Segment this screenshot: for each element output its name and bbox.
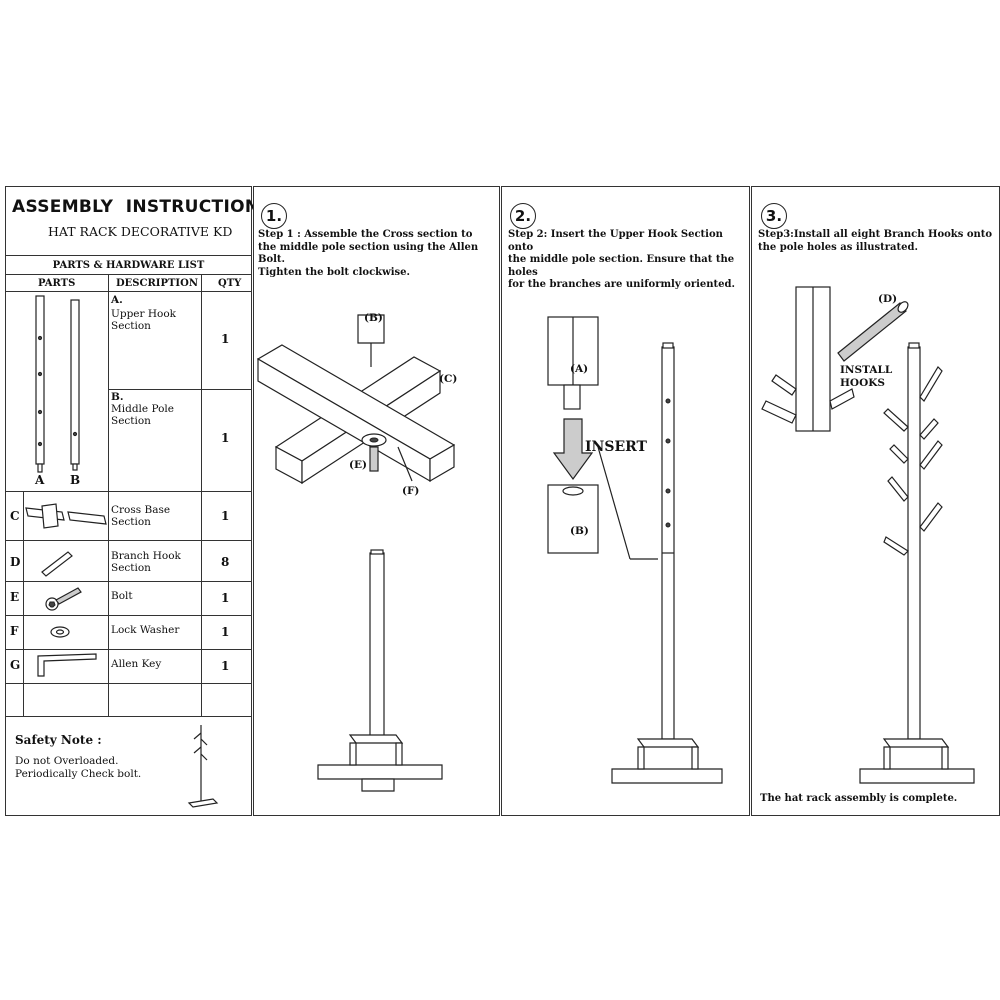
callout-c: (C) <box>439 373 458 385</box>
bolt-icon <box>45 587 82 611</box>
table-divider <box>6 291 251 292</box>
step-1-cross-assembly-illustration <box>256 314 456 485</box>
part-b-description: Middle Pole Section <box>111 403 174 427</box>
step-2-pole-illustration <box>611 342 723 784</box>
part-g-letter: G <box>10 658 21 672</box>
pole-parts-illustration <box>35 295 80 473</box>
callout-f: (F) <box>402 485 420 497</box>
completion-text: The hat rack assembly is complete. <box>760 793 958 804</box>
row-divider <box>6 615 251 616</box>
step-2-panel: 2. Step 2: Insert the Upper Hook Section… <box>501 186 750 816</box>
part-e-letter: E <box>10 590 20 604</box>
step-1-number: 1. <box>261 203 287 229</box>
step-3-panel: 3. Step3:Install all eight Branch Hooks … <box>751 186 1000 816</box>
callout-d: (D) <box>878 293 898 305</box>
col-header-qty: QTY <box>218 278 242 289</box>
hat-rack-thumbnail <box>187 725 219 808</box>
part-c-description: Cross Base Section <box>111 504 171 528</box>
step-3-install-illustration <box>761 286 909 432</box>
part-c-letter: C <box>10 509 20 523</box>
part-g-qty: 1 <box>221 659 230 673</box>
part-a-letter: A. <box>111 294 123 306</box>
step-2-number: 2. <box>510 203 536 229</box>
row-divider <box>6 683 251 684</box>
pole-a-label: A <box>35 473 45 487</box>
callout-a: (A) <box>570 363 589 375</box>
table-divider <box>6 274 251 275</box>
row-divider <box>6 581 251 582</box>
part-a-qty: 1 <box>221 332 230 346</box>
callout-e: (E) <box>349 459 367 471</box>
parts-table: PARTS & HARDWARE LIST PARTS DESCRIPTION … <box>6 255 251 717</box>
branch-hook-icon <box>41 551 73 577</box>
pole-b-label: B <box>70 473 81 487</box>
left-panel: ASSEMBLY INSTRUCTIONS HAT RACK DECORATIV… <box>5 186 272 816</box>
step-3-finished-rack-illustration <box>859 342 975 784</box>
col-divider <box>201 274 202 716</box>
cross-base-icon <box>25 503 107 529</box>
safety-box: Safety Note : Do not Overloaded. Periodi… <box>6 717 251 815</box>
product-subtitle: HAT RACK DECORATIVE KD <box>48 224 233 239</box>
step-1-panel: 1. Step 1 : Assemble the Cross section t… <box>253 186 500 816</box>
safety-line-1: Do not Overloaded. <box>15 755 119 767</box>
part-a-description: Upper Hook Section <box>111 308 177 332</box>
part-b-qty: 1 <box>221 431 230 445</box>
part-b-letter: B. <box>111 391 124 403</box>
col-header-parts: PARTS <box>38 278 76 289</box>
part-d-qty: 8 <box>221 555 230 569</box>
safety-title: Safety Note : <box>15 733 102 747</box>
callout-b: (B) <box>570 525 589 537</box>
hooks-label: HOOKS <box>840 377 885 389</box>
row-divider <box>6 649 251 650</box>
step-1-pole-illustration <box>317 549 443 792</box>
safety-line-2: Periodically Check bolt. <box>15 768 142 780</box>
row-divider <box>6 491 251 492</box>
page-title: ASSEMBLY INSTRUCTIONS <box>12 197 272 217</box>
part-f-letter: F <box>10 624 19 638</box>
step-2-text: Step 2: Insert the Upper Hook Section on… <box>508 229 735 290</box>
parts-list-title: PARTS & HARDWARE LIST <box>52 260 205 271</box>
step-3-text: Step3:Install all eight Branch Hooks ont… <box>758 229 993 253</box>
part-e-description: Bolt <box>111 590 133 602</box>
part-f-qty: 1 <box>221 625 230 639</box>
part-f-description: Lock Washer <box>111 624 180 636</box>
part-d-description: Branch Hook Section <box>111 550 181 574</box>
insert-label: INSERT <box>585 439 647 455</box>
allen-key-icon <box>37 653 97 677</box>
row-divider <box>108 389 251 390</box>
col-divider <box>108 274 109 716</box>
step-1-text: Step 1 : Assemble the Cross section to t… <box>258 229 479 278</box>
row-divider <box>6 540 251 541</box>
lock-washer-icon <box>50 626 70 638</box>
part-d-letter: D <box>10 555 21 569</box>
part-g-description: Allen Key <box>111 658 162 670</box>
step-2-insert-illustration <box>547 316 658 560</box>
part-c-qty: 1 <box>221 509 230 523</box>
col-header-description: DESCRIPTION <box>116 278 198 289</box>
step-3-number: 3. <box>761 203 787 229</box>
col-divider <box>23 491 24 716</box>
callout-b: (B) <box>364 312 383 324</box>
part-e-qty: 1 <box>221 591 230 605</box>
install-label: INSTALL <box>840 364 893 376</box>
